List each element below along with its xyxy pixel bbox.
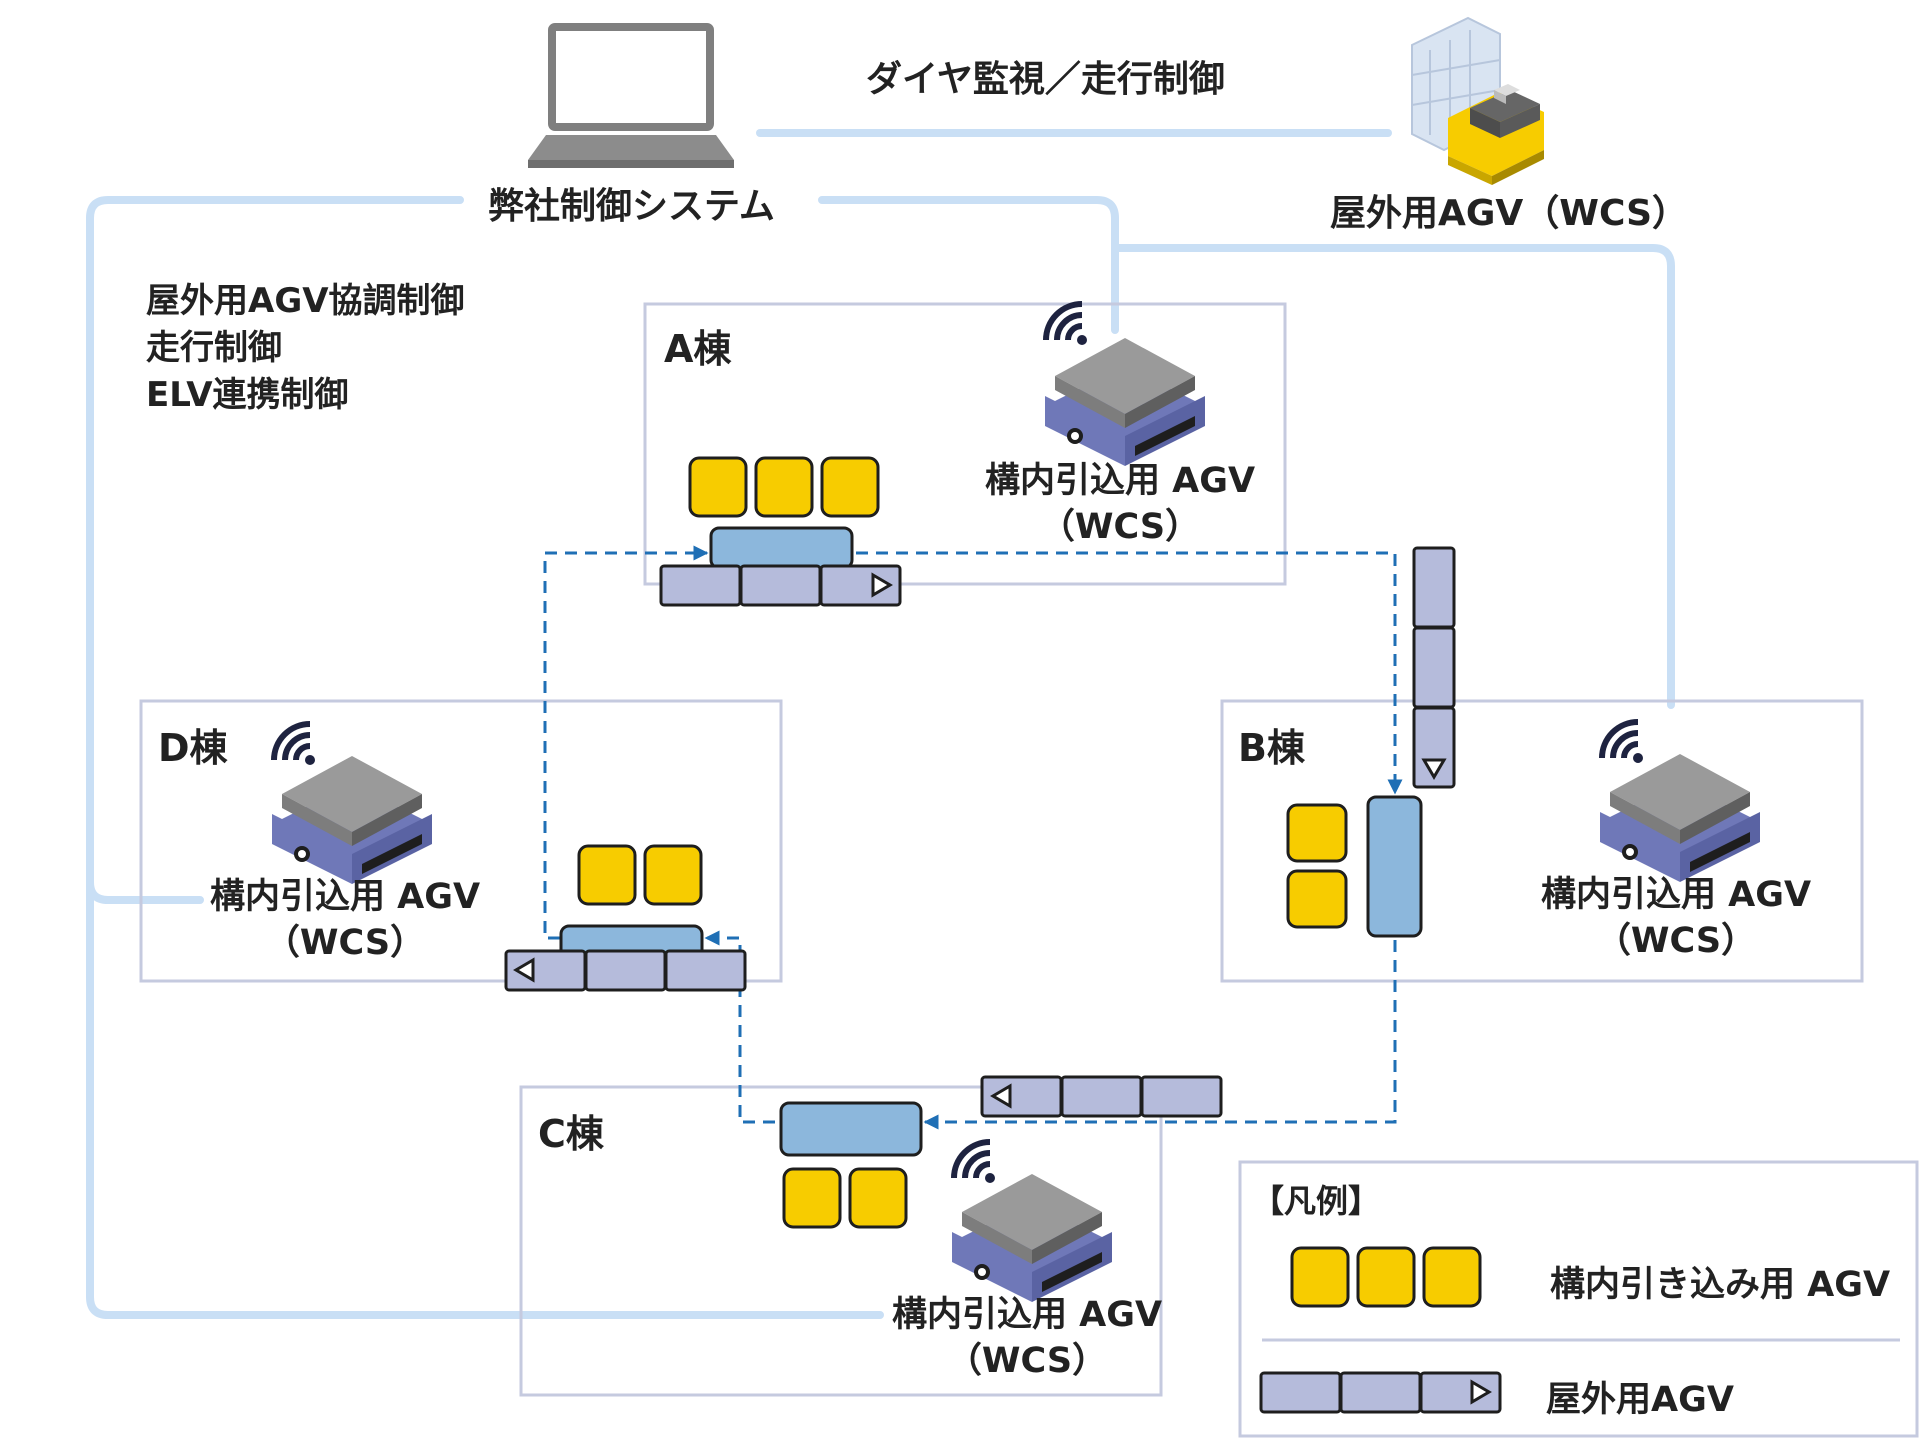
cart-box	[820, 456, 880, 518]
agv-label-line1: 構内引込用 AGV	[209, 877, 481, 917]
building-d-outdoor-train	[504, 949, 747, 992]
building-b-label: B棟	[1238, 726, 1305, 770]
wifi-icon	[1602, 722, 1643, 763]
laptop-icon	[528, 23, 734, 168]
link-label: ダイヤ監視／走行制御	[866, 59, 1225, 100]
cart-box	[688, 456, 748, 518]
direction-arrow-icon	[513, 957, 535, 983]
flow-arrows	[543, 545, 1403, 1130]
legend-title: 【凡例】	[1252, 1182, 1381, 1220]
building-c-carts	[782, 1167, 908, 1229]
indoor-agv-icon	[272, 756, 432, 884]
building-a-platform	[709, 526, 854, 570]
building-c-agv-label: 構内引込用 AGV （WCS）	[892, 1292, 1162, 1384]
direction-arrow-icon	[871, 572, 893, 598]
legend-item-label: 構内引き込み用 AGV	[1550, 1265, 1891, 1305]
agv-label-line2: （WCS）	[1039, 507, 1201, 547]
indoor-agv-icon	[1045, 338, 1205, 466]
system-to-a-line	[818, 196, 1119, 334]
cart-box	[643, 844, 703, 906]
building-b-box	[1220, 699, 1864, 983]
outdoor-agv-icon	[1411, 16, 1544, 185]
direction-arrow-icon	[1470, 1379, 1492, 1405]
flow-a-to-b	[856, 551, 1403, 795]
indoor-agv-icon	[1600, 754, 1760, 882]
flow-b-to-c	[923, 940, 1397, 1130]
building-a-outdoor-train	[659, 564, 902, 607]
system-label: 弊社制御システム	[488, 186, 775, 227]
wifi-icon	[274, 724, 315, 765]
agv-label-line2: （WCS）	[946, 1341, 1108, 1381]
left-bus-to-c-line	[86, 876, 884, 1319]
direction-arrow-icon	[1421, 758, 1447, 780]
outdoor-to-b-line	[1111, 244, 1675, 709]
building-a-carts	[688, 456, 880, 518]
agv-label-line2: （WCS）	[264, 923, 426, 963]
flow-c-to-d	[704, 930, 775, 1124]
cart-box	[577, 844, 637, 906]
building-c-box	[519, 1085, 1163, 1397]
building-a-label: A棟	[664, 327, 732, 371]
building-b-agv-label: 構内引込用 AGV （WCS）	[1541, 872, 1811, 964]
agv-label-line2: （WCS）	[1595, 921, 1757, 961]
agv-label-line1: 構内引込用 AGV	[984, 461, 1256, 501]
building-b-carts	[1286, 803, 1348, 929]
building-c-outdoor-train	[980, 1075, 1223, 1118]
direction-arrow-icon	[990, 1083, 1012, 1109]
cart-box	[1286, 803, 1348, 863]
agv-label-line1: 構内引込用 AGV	[1540, 875, 1812, 915]
building-d-carts	[577, 844, 703, 906]
legend-outdoor-train-icon	[1259, 1371, 1502, 1414]
system-to-d-line	[86, 196, 464, 904]
function-item: 屋外用AGV協調制御	[146, 281, 465, 321]
function-item: ELV連携制御	[146, 375, 349, 415]
cart-box	[754, 456, 814, 518]
network-lines	[86, 129, 1675, 1319]
function-list: 屋外用AGV協調制御 走行制御 ELV連携制御	[146, 278, 465, 419]
wifi-icon	[1046, 304, 1087, 345]
outdoor-agv-label: 屋外用AGV（WCS）	[1330, 193, 1688, 234]
building-a-agv-label: 構内引込用 AGV （WCS）	[985, 458, 1255, 550]
legend-yellow-cart-icon	[1290, 1246, 1482, 1308]
wifi-icon	[954, 1142, 995, 1183]
building-d-box	[139, 699, 783, 983]
function-item: 走行制御	[146, 328, 282, 368]
agv-label-line1: 構内引込用 AGV	[891, 1295, 1163, 1335]
building-d-agv-label: 構内引込用 AGV （WCS）	[210, 874, 480, 966]
cart-box	[782, 1167, 842, 1229]
building-d-label: D棟	[158, 726, 228, 770]
cart-box	[1286, 869, 1348, 929]
building-c-label: C棟	[538, 1112, 604, 1156]
indoor-agv-icon	[952, 1174, 1112, 1302]
legend-item-label: 屋外用AGV	[1546, 1380, 1734, 1420]
building-a-box	[643, 302, 1287, 586]
building-b-platform	[1366, 795, 1423, 938]
building-b-outdoor-train	[1412, 546, 1456, 789]
cart-box	[848, 1167, 908, 1229]
building-c-platform	[779, 1101, 923, 1157]
flow-d-to-a	[543, 545, 709, 940]
